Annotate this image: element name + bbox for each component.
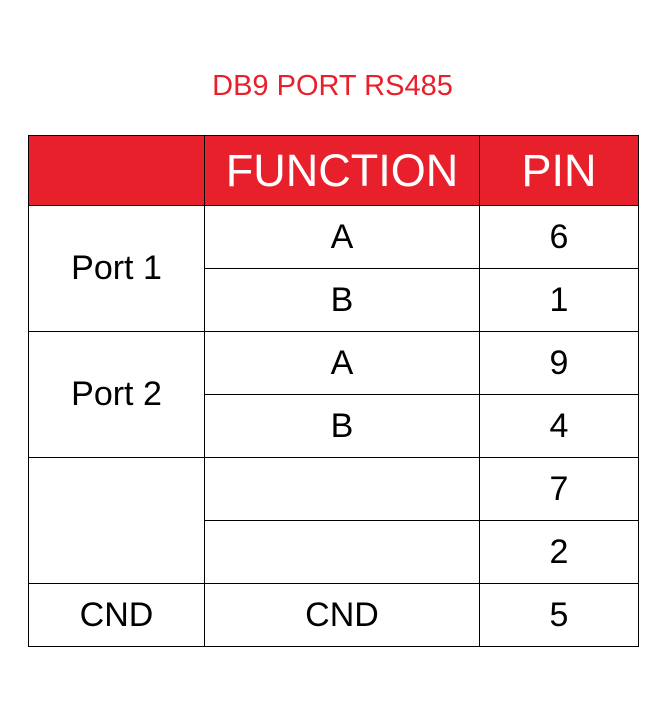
pin-table: FUNCTION PIN Port 1 A 6 B 1 Port 2 A 9 B…	[28, 135, 639, 647]
pin-cell: 4	[479, 394, 639, 458]
function-cell: A	[204, 331, 480, 395]
port-label	[28, 457, 205, 584]
table-header-row: FUNCTION PIN	[28, 135, 639, 206]
port-label: Port 2	[28, 331, 205, 458]
table-row: 2	[29, 520, 639, 584]
page-title: DB9 PORT RS485	[212, 70, 453, 102]
pin-cell: 1	[479, 268, 639, 332]
header-pin: PIN	[479, 135, 639, 206]
pin-cell: 2	[479, 520, 639, 584]
function-cell	[204, 457, 480, 521]
function-cell: CND	[204, 583, 480, 647]
table-row: Port 2 A 9	[28, 331, 639, 458]
table-row: Port 1 A 6	[28, 205, 639, 332]
function-cell	[204, 520, 480, 584]
function-cell: A	[204, 205, 480, 269]
header-port	[28, 135, 205, 206]
pin-cell: 6	[479, 205, 639, 269]
port-label: Port 1	[28, 205, 205, 332]
table-row: 7	[28, 457, 639, 584]
table-row: CND CND 5	[28, 583, 639, 647]
table-row: B 1	[29, 268, 639, 332]
port-label: CND	[28, 583, 205, 647]
pin-cell: 7	[479, 457, 639, 521]
header-function: FUNCTION	[204, 135, 480, 206]
function-cell: B	[204, 394, 480, 458]
table-row: B 4	[29, 394, 639, 458]
function-cell: B	[204, 268, 480, 332]
pin-cell: 5	[479, 583, 639, 647]
pin-cell: 9	[479, 331, 639, 395]
